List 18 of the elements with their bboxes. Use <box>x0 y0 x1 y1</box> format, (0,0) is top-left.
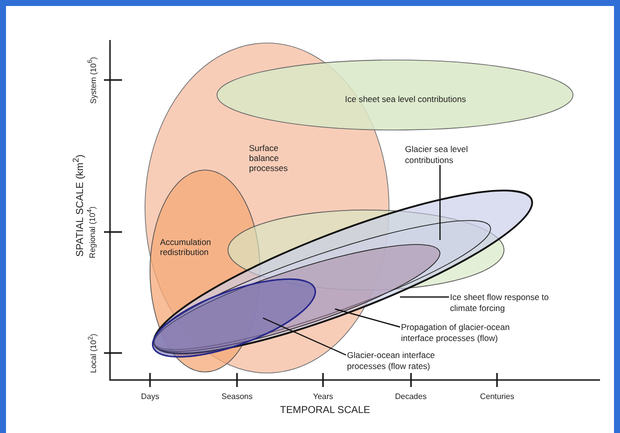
process-label: Accumulation redistribution <box>160 237 212 258</box>
axis-title: TEMPORAL SCALE <box>280 404 370 416</box>
process-label: Surface balance processes <box>249 143 289 174</box>
leader-line <box>400 296 449 298</box>
scale-ellipse <box>152 278 316 358</box>
tick-label: Decades <box>395 392 427 400</box>
tick-label: Days <box>141 392 160 400</box>
scale-ellipse <box>216 60 574 130</box>
annotation-text: Glacier sea level contributions <box>405 144 485 166</box>
leader-line <box>334 308 400 328</box>
annotation-text: Ice sheet flow response to climate forcing <box>450 292 554 314</box>
leader-line <box>439 165 441 240</box>
process-label: Ice sheet sea level contributions <box>345 94 467 104</box>
annotation-text: Glacier-ocean interface processes (flow rates) <box>347 350 457 372</box>
tick-label: Years <box>313 392 334 400</box>
annotation-text: Propagation of glacier-ocean interface processes (flow) <box>401 322 521 344</box>
tick-label: Centuries <box>480 392 514 400</box>
tick-label: Seasons <box>222 392 253 400</box>
